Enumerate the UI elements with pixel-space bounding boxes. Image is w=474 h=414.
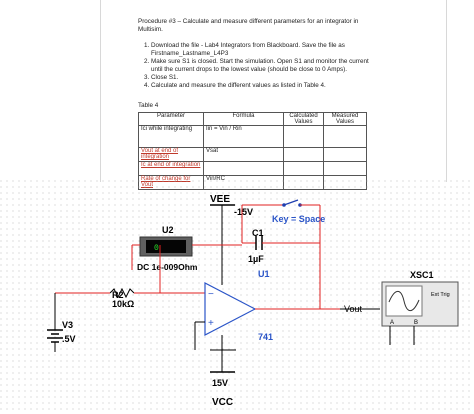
- c1-label: C1: [252, 228, 264, 238]
- ammeter-u2[interactable]: U2 0 DC 1e-009Ohm: [131, 225, 242, 272]
- vcc-label: VCC: [212, 397, 233, 408]
- table-cell-measured: [323, 125, 367, 148]
- battery-v3[interactable]: V3 .5V: [47, 293, 76, 352]
- table-cell-measured: [323, 161, 367, 176]
- table-header: Formula: [203, 112, 284, 126]
- opamp-part: 741: [258, 332, 273, 342]
- vcc-value: 15V: [212, 378, 228, 388]
- table-row: Vout at end of integration Vsat: [138, 147, 367, 162]
- procedure-step: Calculate and measure the different valu…: [151, 82, 381, 90]
- oscilloscope-xsc1[interactable]: XSC1 Ext Trig A B: [381, 270, 459, 345]
- u1-label: U1: [258, 269, 270, 279]
- vee-label: VEE: [210, 194, 230, 205]
- meter-display: [146, 240, 186, 253]
- opamp-741[interactable]: − + 741: [194, 243, 340, 372]
- opamp-minus-sign: −: [208, 289, 214, 300]
- meter-description: DC 1e-009Ohm: [137, 262, 198, 272]
- schematic-canvas[interactable]: VEE -15V Key = Space C1 1µF U2 0 DC 1e-0…: [0, 180, 474, 414]
- table-cell-calculated: [283, 125, 324, 148]
- table-row: Ic at end of integration: [138, 161, 367, 176]
- resistor-r2[interactable]: R2 10kΩ: [55, 245, 205, 309]
- v3-value: .5V: [62, 334, 76, 344]
- table-cell-formula: Vsat: [203, 147, 284, 162]
- vout-probe[interactable]: Vout: [340, 304, 380, 314]
- procedure-step: Close S1.: [151, 74, 381, 82]
- table-cell-param: Vout at end of integration: [138, 147, 204, 162]
- switch-s1[interactable]: Key = Space: [241, 199, 325, 243]
- v3-label: V3: [62, 320, 73, 330]
- table-label: Table 4: [138, 102, 159, 109]
- table-row: Ici while integrating Iin = Vin / Rin: [138, 125, 367, 148]
- table-cell-measured: [323, 147, 367, 162]
- table-header-row: Parameter Formula Calculated Values Meas…: [138, 112, 367, 126]
- procedure-step: Make sure S1 is closed. Start the simula…: [151, 58, 381, 74]
- xsc-label: XSC1: [410, 270, 434, 280]
- procedure-step: Download the file - Lab4 Integrators fro…: [151, 42, 381, 58]
- table-header: Parameter: [138, 112, 204, 126]
- procedure-document: Procedure #3 – Calculate and measure dif…: [100, 0, 447, 190]
- procedure-steps: Download the file - Lab4 Integrators fro…: [141, 42, 381, 90]
- procedure-intro: Procedure #3 – Calculate and measure dif…: [138, 18, 359, 33]
- scope-wave: [388, 290, 420, 312]
- table-cell-calculated: [283, 161, 324, 176]
- table-cell-formula: Iin = Vin / Rin: [203, 125, 284, 148]
- c1-value: 1µF: [248, 254, 264, 264]
- table-cell-param: Ici while integrating: [138, 125, 204, 148]
- xsc-channel-b: B: [414, 320, 418, 326]
- capacitor-c1[interactable]: C1 1µF: [242, 228, 320, 264]
- parameter-table: Parameter Formula Calculated Values Meas…: [138, 112, 367, 190]
- meter-reading: 0: [154, 244, 159, 253]
- table-cell-param: Ic at end of integration: [138, 161, 204, 176]
- vout-label: Vout: [344, 304, 363, 314]
- table-header: Measured Values: [323, 112, 367, 126]
- opamp-plus-sign: +: [208, 318, 214, 329]
- xsc-channel-a: A: [390, 320, 394, 326]
- r2-value: 10kΩ: [112, 299, 134, 309]
- r2-label: R2: [112, 290, 124, 300]
- table-cell-formula: [203, 161, 284, 176]
- u2-label: U2: [162, 225, 174, 235]
- vcc-source[interactable]: 15V VCC: [210, 371, 235, 408]
- vee-value: -15V: [234, 207, 253, 217]
- xsc-trig-label: Ext Trig: [431, 292, 450, 298]
- key-label: Key = Space: [272, 214, 325, 224]
- table-cell-calculated: [283, 147, 324, 162]
- table-header: Calculated Values: [283, 112, 324, 126]
